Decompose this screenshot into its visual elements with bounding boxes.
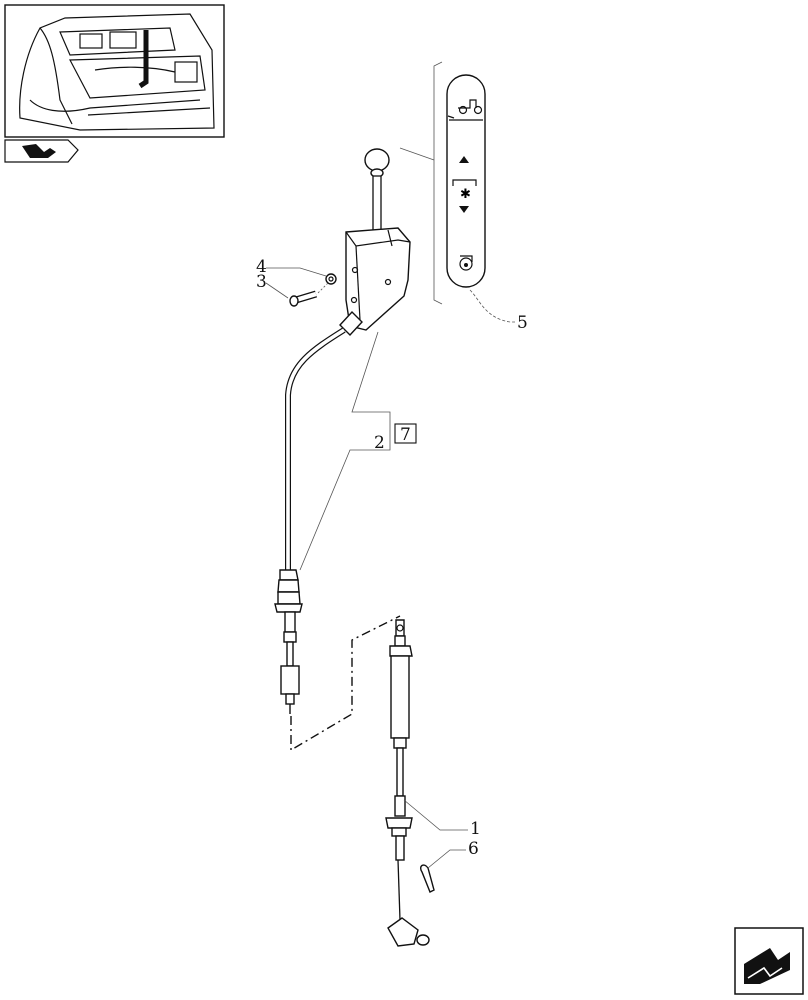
neutral-bracket-icon [452,179,477,186]
callout-1: 1 [470,819,481,839]
callout-4: 4 [256,257,267,277]
callout-7: 7 [400,425,411,445]
lever-housing [345,227,411,331]
manual-book-icon [4,139,79,163]
arrow-down-icon [459,206,469,213]
callout-5: 5 [517,313,528,333]
cable-fitting [339,310,363,337]
callout-6: 6 [468,839,479,859]
washer-part-4 [325,273,337,285]
pto-symbol-icon [459,255,473,271]
callout-7-box [394,423,417,444]
lever-knob [364,148,390,239]
cab-thumbnail-image [4,4,225,138]
neutral-star-icon: ✱ [460,187,471,202]
leader-3 [265,282,289,299]
leader-6 [427,849,466,869]
next-page-arrow-icon[interactable] [734,927,804,995]
callout-2: 2 [374,433,385,453]
control-panel-bracket [399,61,443,305]
split-pin-part-6 [419,864,435,893]
control-panel-part-5: ✱ [446,74,486,288]
leader-2 [299,331,391,571]
dashed-connection-line [290,615,401,752]
bolt-part-3 [289,290,318,307]
leader-5 [469,289,515,323]
lever-cable [274,327,346,714]
leader-1 [403,799,468,831]
tractor-symbol-icon [447,99,483,119]
cable-part-1 [385,619,430,947]
leader-4 [266,267,327,277]
arrow-up-icon [459,156,469,163]
callout-3: 3 [256,272,267,292]
